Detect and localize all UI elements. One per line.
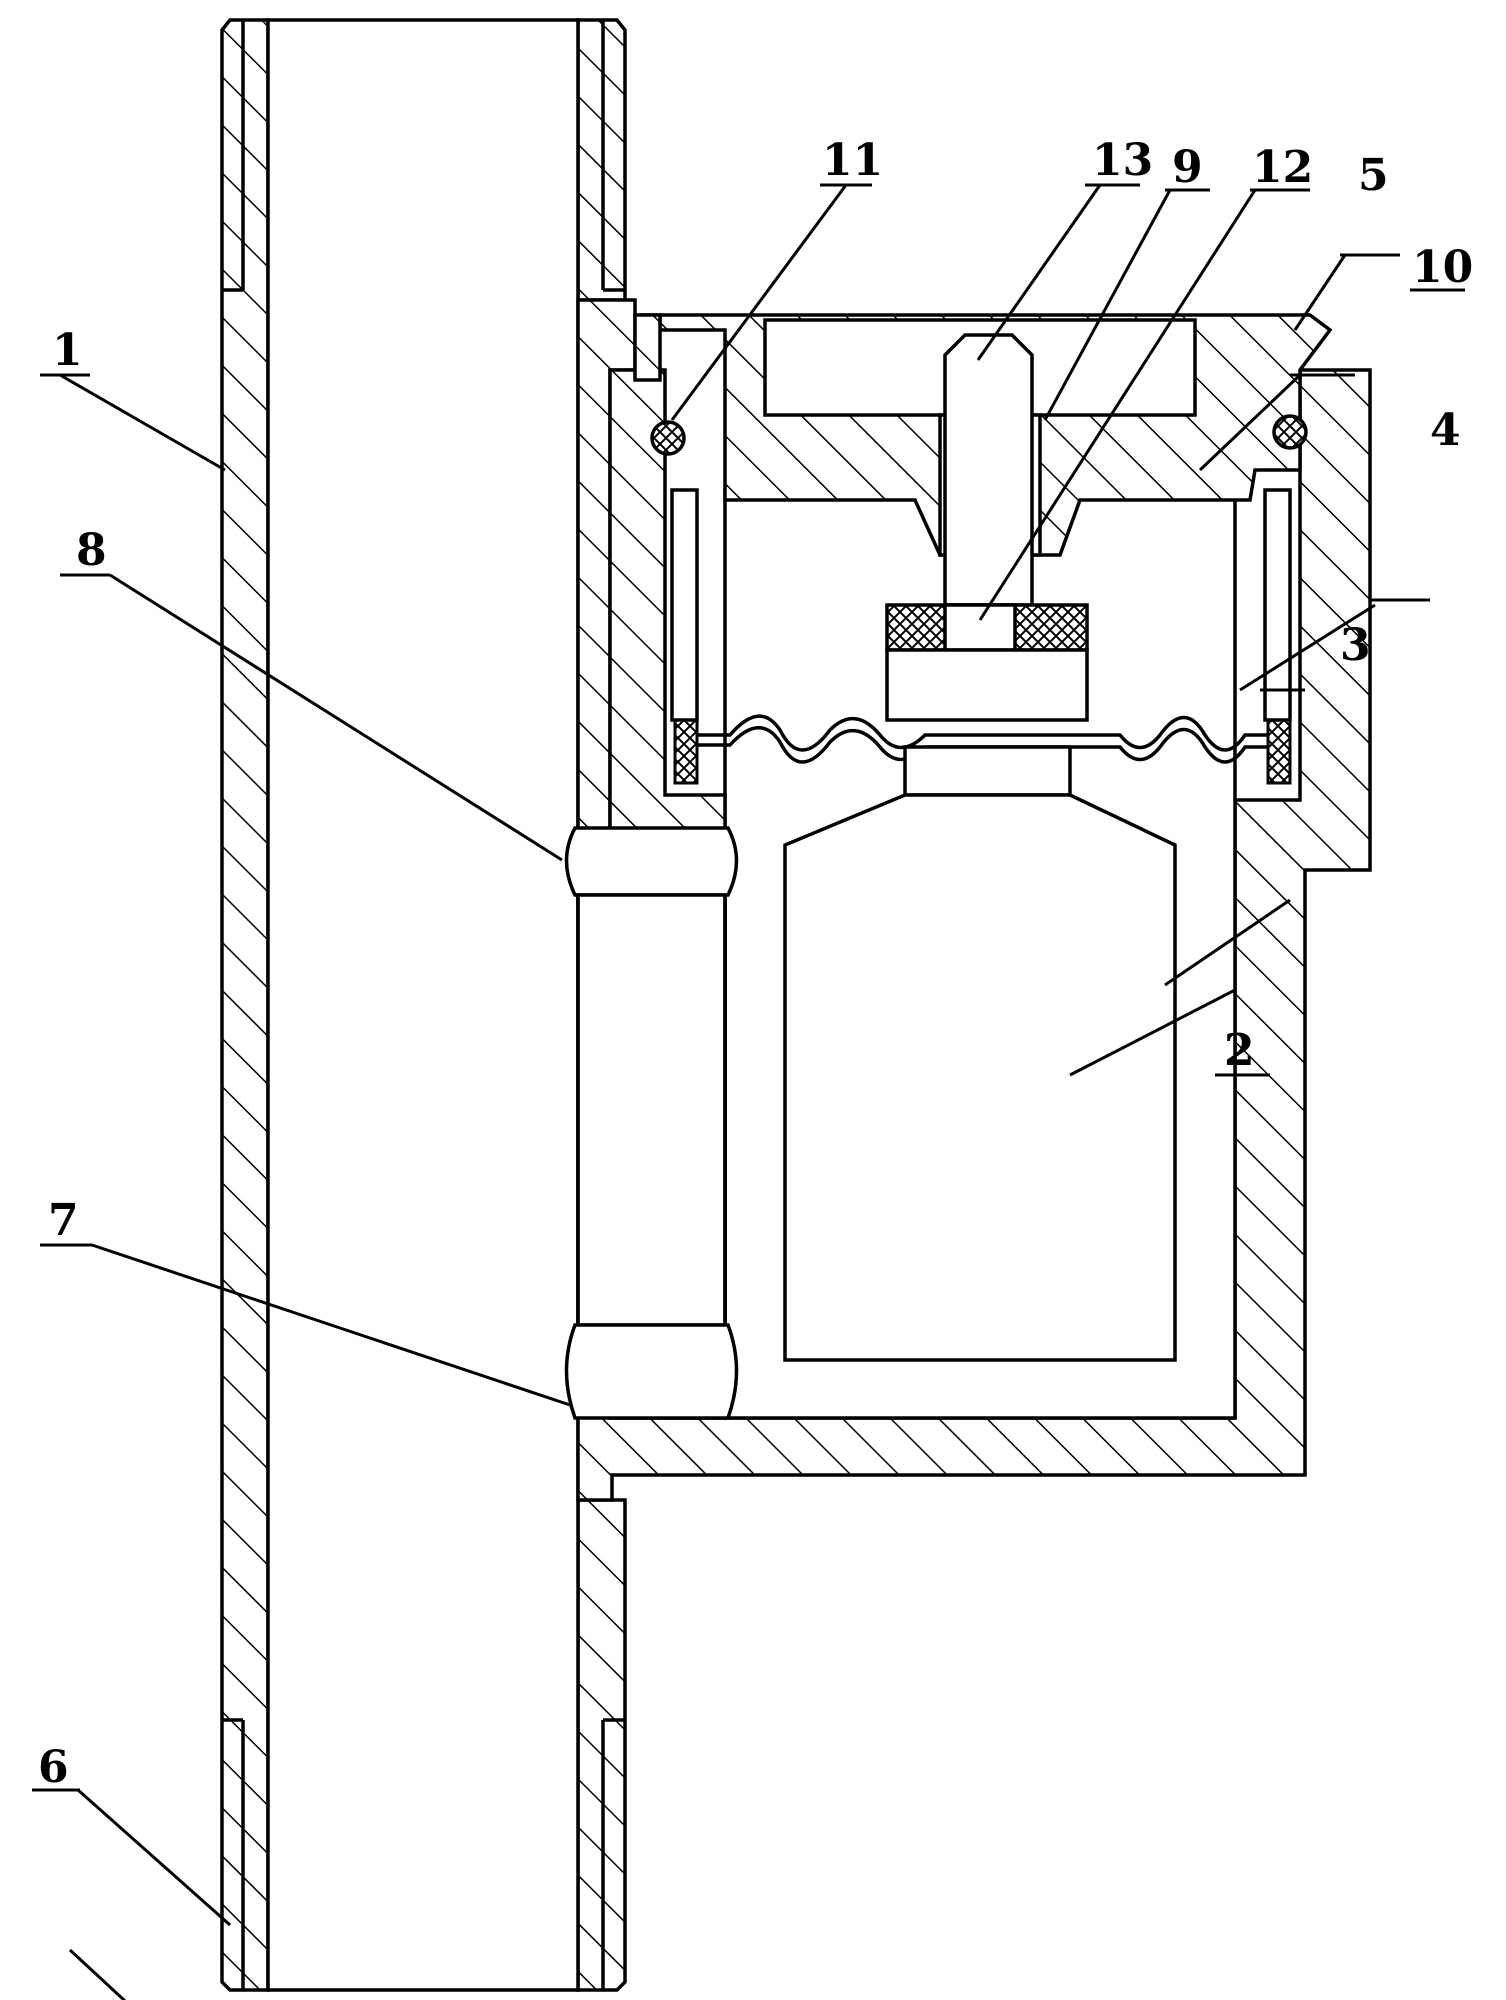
float: [783, 745, 1177, 1362]
o-ring-right: [1272, 414, 1308, 450]
o-ring-left: [650, 420, 686, 456]
label-9: 9: [1172, 142, 1203, 193]
label-13: 13: [1092, 135, 1153, 186]
diaphragm: [670, 488, 1292, 785]
label-11: 11: [822, 135, 883, 186]
label-1: 1: [52, 325, 83, 376]
main-pipe: [220, 18, 627, 1992]
stem-seal: [885, 603, 1089, 722]
label-2: 2: [1224, 1025, 1255, 1076]
label-3: 3: [1340, 620, 1371, 671]
passage-upper: [564, 826, 739, 897]
valve-stem: [943, 333, 1034, 607]
label-8: 8: [76, 525, 107, 576]
label-7: 7: [48, 1195, 79, 1246]
label-12: 12: [1252, 142, 1313, 193]
label-4: 4: [1430, 405, 1461, 456]
passage-lower: [564, 893, 739, 1420]
label-5: 5: [1358, 150, 1389, 201]
label-6: 6: [38, 1742, 69, 1793]
leader-lines: [32, 183, 1465, 2000]
label-10: 10: [1412, 242, 1473, 293]
